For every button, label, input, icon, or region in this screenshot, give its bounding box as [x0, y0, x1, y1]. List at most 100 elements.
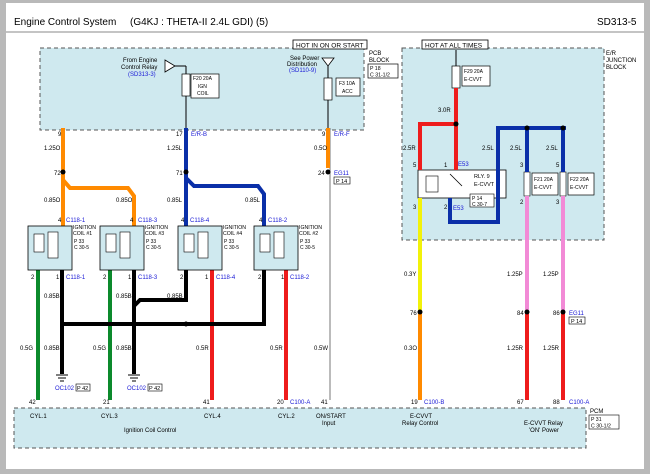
- wire-label: 0.85O: [44, 198, 61, 204]
- relay-coil-icon: [425, 175, 439, 193]
- coil-4-name-2: COIL #4: [223, 231, 242, 237]
- pcb-ref-box: [367, 63, 399, 79]
- pcm-ign-ctrl: Ignition Coil Control: [124, 428, 176, 434]
- pcm-ref-1: P 31: [591, 417, 602, 423]
- pin: 2: [31, 275, 35, 281]
- er-fuse-21-2: E-CVVT: [534, 185, 552, 191]
- pcm-cyl4: CYL.4: [204, 414, 221, 420]
- conn-eg11: EG11: [334, 171, 350, 177]
- wire-label: 0.85B: [167, 294, 183, 300]
- wire-black-gnd-3: [132, 270, 188, 308]
- coil-4-name-1: IGNITION: [223, 225, 246, 231]
- engine-subtitle: (G4KJ : THETA-II 2.4L GDI) (5): [130, 17, 268, 28]
- relay-switch-icon: [449, 173, 463, 187]
- wire-label: 0.5G: [20, 346, 33, 352]
- ign-fuse-3: COIL: [197, 91, 209, 97]
- ignition-coil-1: [27, 225, 73, 271]
- power-dist-link[interactable]: (SD110-9): [289, 68, 316, 74]
- c118-4-top: C118-4: [190, 218, 210, 224]
- fuse-icon: [559, 171, 567, 197]
- pcb-hot-box: [292, 39, 368, 50]
- pcm-cyl3: CYL.3: [101, 414, 118, 420]
- wire-label: 0.5R: [196, 346, 209, 352]
- conn-c100-a2: C100-A: [569, 400, 589, 406]
- c118-3-bottom: C118-3: [138, 275, 158, 281]
- wire-label: 0.85B: [44, 346, 60, 352]
- coil-1-name-2: COIL #1: [73, 231, 92, 237]
- er-name-3: BLOCK: [606, 65, 626, 71]
- p42-a: P 42: [77, 386, 88, 392]
- c118-2-top: C118-2: [268, 218, 288, 224]
- pin: 4: [259, 218, 263, 224]
- wire-orange-branch-coil3: [61, 178, 136, 226]
- junction-dots: [60, 121, 566, 327]
- pin: 1: [281, 275, 285, 281]
- pcm-block: [13, 407, 587, 449]
- pin: 17: [176, 132, 183, 138]
- er-fuse-top-2: E-CVVT: [464, 77, 482, 83]
- er-fuse-22-1: F22 20A: [570, 177, 590, 183]
- ref-box: [75, 383, 91, 392]
- relay-name-2: E-CVVT: [474, 182, 495, 188]
- coil-1-name-1: IGNITION: [73, 225, 96, 231]
- wire-label: 2.5L: [482, 146, 494, 152]
- pin: 4: [130, 218, 134, 224]
- relay-ref-2: C 30-7: [472, 202, 487, 208]
- pcm-on-start-2: Input: [322, 421, 336, 427]
- wire-label: 2.5L: [546, 146, 558, 152]
- ground-icon: [56, 374, 68, 382]
- coil-3-name-2: COIL #3: [145, 231, 164, 237]
- wire-blue-relay-loop: [448, 126, 566, 224]
- wire-label: 3.0R: [438, 108, 451, 114]
- relay-ref-1: P 14: [472, 196, 482, 202]
- wire-label: 0.3Y: [404, 272, 416, 278]
- coil-2-name-2: COIL #2: [299, 231, 318, 237]
- er-fuse-21-1: F21 20A: [534, 177, 554, 183]
- fuse-icon: [181, 73, 191, 97]
- coil-1-ref-2: C 30-5: [74, 245, 89, 251]
- ref-box: [147, 383, 163, 392]
- conn-e53-top: E53: [458, 162, 469, 168]
- pcm-ecvvt-2: Relay Control: [402, 421, 438, 427]
- wire-label: 0.5O: [314, 146, 327, 152]
- wire-label: 0.3O: [404, 346, 417, 352]
- er-fuse-22: [567, 172, 595, 196]
- relay-label-1: From Engine: [123, 58, 158, 64]
- wire-label: 1.25P: [543, 272, 559, 278]
- pcb-ref-2: C 31-1/2: [370, 73, 390, 79]
- coil-3-ref-2: C 30-5: [146, 245, 161, 251]
- pin: 2: [444, 205, 448, 211]
- pcm-on-start-1: ON/START: [316, 414, 346, 420]
- c118-2-bottom: C118-2: [290, 275, 310, 281]
- pcm-name: PCM: [590, 409, 603, 415]
- pin: 2: [103, 275, 107, 281]
- fuse-icon: [323, 77, 333, 101]
- relay-ref-link[interactable]: (SD313-3): [128, 72, 156, 78]
- system-title: Engine Control System: [14, 17, 116, 28]
- er-junction-block: [401, 47, 605, 241]
- c118-1-top: C118-1: [66, 218, 86, 224]
- pin: 1: [56, 275, 60, 281]
- pin: 24: [318, 171, 325, 177]
- conn-c100-b: C100-B: [424, 400, 444, 406]
- coil-2-ref-2: C 30-5: [300, 245, 315, 251]
- pin: 86: [553, 311, 560, 317]
- coil-2-ref-1: P 33: [300, 239, 310, 245]
- er-fuse-21: [531, 172, 559, 196]
- ign-fuse-box: [190, 73, 220, 99]
- wire-label: 0.85L: [167, 198, 183, 204]
- er-fuse-top-1: F29 20A: [464, 69, 484, 75]
- conn-er-b: E/R-B: [191, 132, 207, 138]
- pin: 9: [58, 132, 62, 138]
- pin: 9: [322, 132, 326, 138]
- er-fuse-22-2: E-CVVT: [570, 185, 588, 191]
- coil-3-ref-1: P 33: [146, 239, 156, 245]
- acc-fuse-box: [335, 77, 361, 97]
- pin: 42: [29, 400, 36, 406]
- wire-label: 0.85B: [44, 294, 60, 300]
- wire-label: 0.85B: [116, 294, 132, 300]
- pin: 1: [444, 163, 448, 169]
- wire-label: 2.5L: [510, 146, 522, 152]
- wire-black-gnd-4: [62, 270, 266, 326]
